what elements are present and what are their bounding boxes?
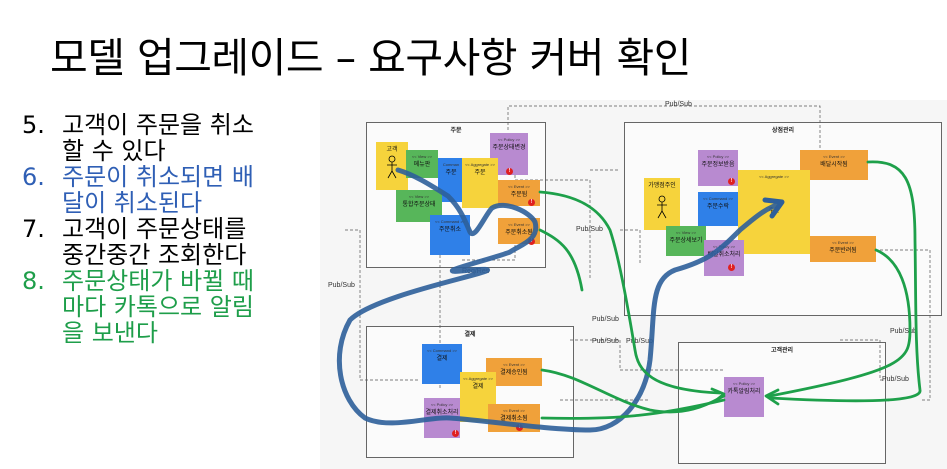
- sticky-label: 주문취소: [438, 227, 462, 233]
- requirement-text: 주문이 취소되면 배 달이 취소된다: [62, 163, 254, 217]
- menu-view-sticky: << View >> 메뉴판: [406, 150, 438, 178]
- order-accept-command-sticky: << Command >> 주문수락: [698, 192, 738, 226]
- order-cancel-command-sticky: << Command >> 주문취소: [430, 215, 470, 255]
- sticky-label: 주문수락: [706, 204, 730, 210]
- warning-icon: !: [528, 199, 535, 206]
- requirement-item: 7. 고객이 주문상태를 중간중간 조회한다: [22, 216, 312, 268]
- sticky-label: 주문: [474, 170, 486, 176]
- stereotype: << Event >>: [823, 154, 845, 159]
- order-detail-view-sticky: << View >> 주문상세보기: [666, 226, 706, 256]
- stereotype: << Event >>: [503, 408, 525, 413]
- sticky-label: 주문: [445, 170, 457, 176]
- sticky-label: 메뉴판: [413, 162, 431, 168]
- pubsub-label: Pub/Sub: [890, 328, 917, 335]
- stereotype: << View >>: [411, 154, 433, 159]
- requirements-list: 5. 고객이 주문을 취소 할 수 있다 6. 주문이 취소되면 배 달이 취소…: [22, 112, 312, 346]
- sticky-label: 주문상세보기: [669, 238, 703, 244]
- stereotype: << Event >>: [508, 184, 530, 189]
- order-aggregate-sticky: << Aggregate >> 주문: [462, 158, 498, 208]
- stereotype: << Event >>: [832, 240, 854, 245]
- warning-icon: !: [728, 264, 735, 271]
- pubsub-label: Pub/Sub: [328, 282, 355, 289]
- stereotype: Comman: [442, 162, 460, 167]
- pubsub-label: Pub/Sub: [592, 316, 619, 323]
- stereotype: << Policy >>: [712, 244, 736, 249]
- warning-icon: !: [452, 430, 459, 437]
- requirement-number: 8.: [22, 267, 45, 295]
- stereotype: << Aggregate >>: [759, 174, 789, 179]
- requirement-text: 고객이 주문상태를 중간중간 조회한다: [62, 215, 247, 269]
- delivery-started-event-sticky: << Event >> 배달시작됨: [800, 150, 868, 180]
- requirement-number: 7.: [22, 215, 45, 243]
- sticky-label: 주문반려됨: [829, 248, 857, 254]
- sticky-label: 주문: [768, 208, 780, 214]
- pubsub-label: Pub/Sub: [882, 376, 909, 383]
- stereotype: << Policy >>: [430, 402, 454, 407]
- warning-icon: !: [516, 424, 523, 431]
- sticky-label: 카톡알림처리: [727, 389, 761, 395]
- sticky-label: 주문됨: [510, 192, 528, 198]
- stereotype: << Command >>: [426, 348, 458, 353]
- slide-title: 모델 업그레이드 – 요구사항 커버 확인: [50, 34, 691, 82]
- store-aggregate-sticky: << Aggregate >> 주문: [738, 170, 810, 254]
- sticky-label: 주문상태변경: [492, 145, 526, 151]
- payment-command-sticky: << Command >> 결제: [422, 344, 462, 384]
- sticky-label: 결제취소처리: [425, 410, 459, 416]
- warning-icon: !: [728, 178, 735, 185]
- pubsub-label: Pub/Sub: [576, 226, 603, 233]
- warning-icon: !: [528, 238, 535, 245]
- context-title: 주문: [450, 128, 462, 134]
- stereotype: << Policy >>: [732, 381, 756, 386]
- pubsub-label: Pub/Sub: [626, 338, 653, 345]
- stereotype: << View >>: [675, 230, 697, 235]
- requirement-text: 고객이 주문을 취소 할 수 있다: [62, 111, 254, 165]
- delivery-cancel-policy-sticky: << Policy >> 배달취소처리: [704, 240, 744, 276]
- sticky-label: 주문취소됨: [505, 230, 533, 236]
- stereotype: << Aggregate >>: [463, 376, 493, 381]
- stereotype: << Policy >>: [706, 154, 730, 159]
- requirement-number: 5.: [22, 111, 45, 139]
- sticky-label: 통합주문상태: [402, 202, 436, 208]
- person-icon: [387, 155, 397, 179]
- requirement-text: 주문상태가 바뀔 때 마다 카톡으로 알림 을 보낸다: [62, 267, 254, 347]
- actor-label: 고객: [386, 147, 398, 153]
- pubsub-label: Pub/Sub: [665, 101, 692, 108]
- stereotype: << Aggregate >>: [465, 162, 495, 167]
- warning-icon: !: [506, 168, 513, 175]
- context-title: 상점관리: [771, 128, 795, 134]
- payment-cancelled-event-sticky: << Event >> 결제취소됨: [488, 404, 540, 432]
- sticky-label: 주문정보받음: [701, 162, 735, 168]
- stereotype: << Command >>: [434, 219, 466, 224]
- order-rejected-event-sticky: << Event >> 주문반려됨: [810, 236, 876, 262]
- pubsub-label: Pub/Sub: [592, 338, 619, 345]
- actor-label: 가맹점주인: [648, 183, 676, 189]
- stereotype: << Event >>: [503, 362, 525, 367]
- sticky-label: 배달시작됨: [820, 162, 848, 168]
- kakao-notify-policy-sticky: << Policy >> 카톡알림처리: [724, 377, 764, 417]
- requirement-item: 5. 고객이 주문을 취소 할 수 있다: [22, 112, 312, 164]
- sticky-label: 결제: [472, 384, 484, 390]
- reqres-label: Req/Res: [462, 268, 490, 275]
- sticky-label: 결제취소됨: [500, 416, 528, 422]
- person-icon: [657, 195, 667, 219]
- sticky-label: 결제: [436, 356, 448, 362]
- stereotype: << Policy >>: [497, 137, 521, 142]
- stereotype: << Command >>: [702, 196, 734, 201]
- sticky-label: 배달취소처리: [707, 252, 741, 258]
- stereotype: << View >>: [408, 194, 430, 199]
- event-storming-diagram: 주문 상점관리 결제 고객관리 고객 << View >>: [320, 100, 947, 469]
- stereotype: << Event >>: [508, 222, 530, 227]
- requirement-number: 6.: [22, 163, 45, 191]
- requirement-item: 6. 주문이 취소되면 배 달이 취소된다: [22, 164, 312, 216]
- requirement-item: 8. 주문상태가 바뀔 때 마다 카톡으로 알림 을 보낸다: [22, 268, 312, 346]
